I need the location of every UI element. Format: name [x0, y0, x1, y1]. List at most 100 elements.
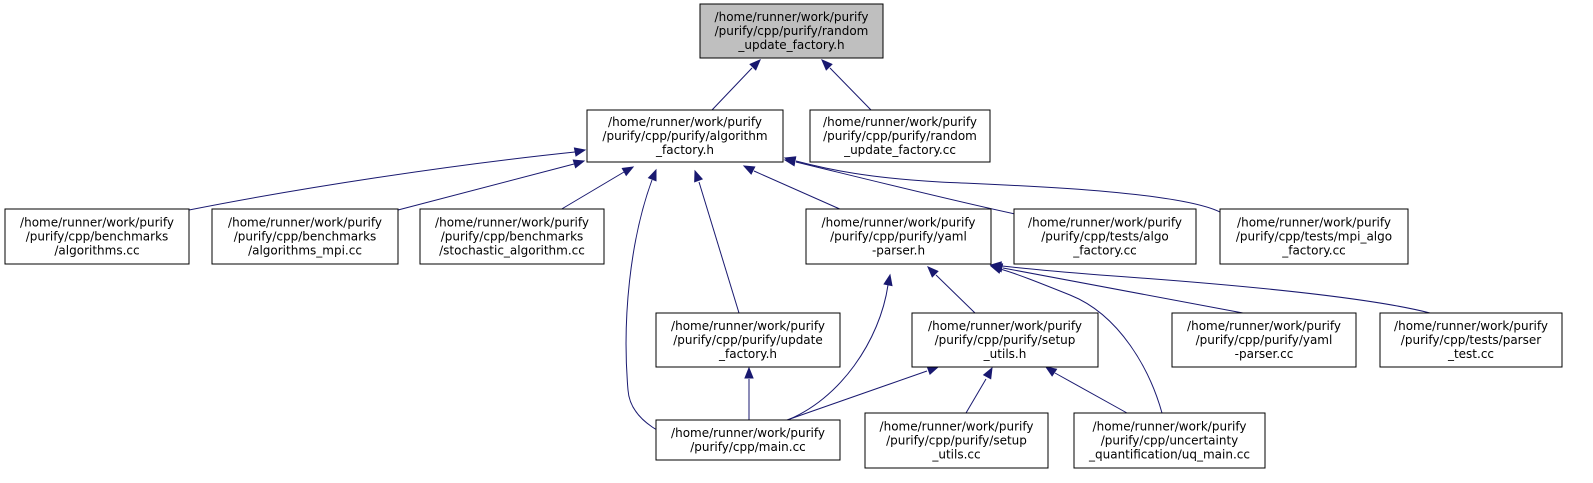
node-setup_utils_cc[interactable]: /home/runner/work/purify/purify/cpp/puri…	[864, 412, 1049, 469]
arrowhead-bench_algorithms_cc-to-algorithm_factory_h	[573, 147, 587, 157]
node-label-line: /home/runner/work/purify	[823, 115, 977, 129]
node-box[interactable]	[1171, 312, 1357, 368]
node-bench_algorithms_mpi_cc[interactable]: /home/runner/work/purify/purify/cpp/benc…	[211, 208, 399, 265]
node-setup_utils_h[interactable]: /home/runner/work/purify/purify/cpp/puri…	[911, 312, 1099, 368]
node-box[interactable]	[699, 3, 884, 59]
edge-yaml_parser_cc-to-yaml_parser_h	[1002, 267, 1244, 314]
node-box[interactable]	[419, 208, 605, 265]
node-label-line: _quantification/uq_main.cc	[1088, 448, 1250, 462]
node-label-line: /home/runner/work/purify	[1237, 216, 1391, 230]
node-label-line: /home/runner/work/purify	[880, 420, 1034, 434]
node-label-line: /purify/cpp/purify/yaml	[1196, 333, 1333, 347]
node-label-line: /purify/cpp/benchmarks	[234, 230, 377, 244]
edge-main_cc-to-setup_utils_h	[786, 370, 928, 421]
edge-setup_utils_h-to-yaml_parser_h	[935, 274, 976, 314]
node-box[interactable]	[809, 109, 991, 163]
arrowhead-main_cc-to-setup_utils_h	[926, 366, 940, 376]
edge-update_factory_h-to-algorithm_factory_h	[698, 181, 740, 314]
node-label-line: /purify/cpp/purify/algorithm	[602, 129, 767, 143]
edge-random_update_factory_cc-to-random_update_factory_h	[829, 67, 872, 111]
node-label-line: /algorithms_mpi.cc	[248, 244, 362, 258]
node-label-line: /home/runner/work/purify	[822, 216, 976, 230]
node-label-line: /home/runner/work/purify	[1187, 319, 1341, 333]
edge-yaml_parser_h-to-algorithm_factory_h	[753, 170, 843, 211]
edge-setup_utils_cc-to-setup_utils_h	[965, 378, 987, 414]
arrowhead-algorithm_factory_h-to-random_update_factory_h	[749, 59, 761, 71]
node-label-line: /purify/cpp/benchmarks	[441, 230, 584, 244]
node-label-line: /home/runner/work/purify	[1093, 420, 1247, 434]
edge-algorithm_factory_h-to-random_update_factory_h	[711, 67, 753, 111]
node-bench_algorithms_cc[interactable]: /home/runner/work/purify/purify/cpp/benc…	[4, 208, 190, 265]
node-label-line: /stochastic_algorithm.cc	[439, 244, 585, 258]
node-label-line: _utils.h	[983, 347, 1027, 361]
node-box[interactable]	[4, 208, 190, 265]
node-label-line: /home/runner/work/purify	[671, 319, 825, 333]
edge-bench_stochastic_cc-to-algorithm_factory_h	[559, 171, 625, 211]
arrowhead-bench_algorithms_mpi_cc-to-algorithm_factory_h	[572, 159, 586, 169]
node-label-line: -parser.h	[872, 244, 925, 258]
node-box[interactable]	[911, 312, 1099, 368]
node-label-line: /purify/cpp/purify/random	[715, 24, 869, 38]
arrowhead-main_cc-to-yaml_parser_h	[883, 273, 893, 287]
node-label-line: -parser.cc	[1235, 347, 1294, 361]
node-yaml_parser_cc[interactable]: /home/runner/work/purify/purify/cpp/puri…	[1171, 312, 1357, 368]
arrowhead-setup_utils_h-to-yaml_parser_h	[927, 266, 939, 278]
node-update_factory_h[interactable]: /home/runner/work/purify/purify/cpp/puri…	[655, 312, 841, 368]
node-tests_algo_factory_cc[interactable]: /home/runner/work/purify/purify/cpp/test…	[1013, 208, 1197, 265]
node-box[interactable]	[211, 208, 399, 265]
edge-main_cc-to-yaml_parser_h	[784, 284, 889, 422]
node-label-line: _factory.cc	[1281, 244, 1346, 258]
node-main_cc[interactable]: /home/runner/work/purify/purify/cpp/main…	[655, 419, 841, 461]
node-label-line: _factory.h	[718, 347, 777, 361]
node-box[interactable]	[655, 312, 841, 368]
node-label-line: /home/runner/work/purify	[20, 216, 174, 230]
edges-layer	[188, 59, 1431, 448]
arrowhead-update_factory_h-to-algorithm_factory_h	[694, 169, 704, 183]
arrowhead-setup_utils_cc-to-setup_utils_h	[982, 366, 993, 380]
node-label-line: /home/runner/work/purify	[928, 319, 1082, 333]
node-label-line: /algorithms.cc	[54, 244, 139, 258]
node-uq_main_cc[interactable]: /home/runner/work/purify/purify/cpp/unce…	[1073, 412, 1266, 469]
node-random_update_factory_h[interactable]: /home/runner/work/purify/purify/cpp/puri…	[699, 3, 884, 59]
node-tests_mpi_algo_factory_cc[interactable]: /home/runner/work/purify/purify/cpp/test…	[1219, 208, 1409, 265]
node-label-line: _test.cc	[1447, 347, 1494, 361]
node-tests_parser_test_cc[interactable]: /home/runner/work/purify/purify/cpp/test…	[1379, 312, 1563, 368]
node-label-line: _update_factory.h	[737, 38, 844, 52]
node-label-line: /home/runner/work/purify	[1028, 216, 1182, 230]
node-box[interactable]	[1379, 312, 1563, 368]
node-label-line: /home/runner/work/purify	[608, 115, 762, 129]
node-label-line: /purify/cpp/tests/mpi_algo	[1236, 230, 1392, 244]
node-label-line: /home/runner/work/purify	[435, 216, 589, 230]
node-label-line: _factory.h	[655, 143, 714, 157]
node-box[interactable]	[1073, 412, 1266, 469]
arrowhead-tests_parser_test_cc-to-yaml_parser_h	[989, 261, 1002, 271]
arrowhead-main_cc-to-update_factory_h	[744, 366, 754, 379]
arrowhead-bench_stochastic_cc-to-algorithm_factory_h	[621, 166, 635, 177]
node-algorithm_factory_h[interactable]: /home/runner/work/purify/purify/cpp/puri…	[586, 109, 784, 163]
node-label-line: /home/runner/work/purify	[671, 426, 825, 440]
node-box[interactable]	[864, 412, 1049, 469]
node-label-line: /purify/cpp/benchmarks	[26, 230, 169, 244]
node-label-line: /purify/cpp/tests/algo	[1041, 230, 1169, 244]
node-label-line: /purify/cpp/purify/update	[673, 333, 823, 347]
edge-uq_main_cc-to-setup_utils_h	[1054, 372, 1128, 414]
node-box[interactable]	[805, 208, 992, 265]
arrowhead-tests_mpi_algo_factory_cc-to-algorithm_factory_h	[783, 156, 797, 166]
edge-tests_algo_factory_cc-to-algorithm_factory_h	[795, 161, 1016, 215]
arrowhead-uq_main_cc-to-setup_utils_h	[1044, 366, 1058, 377]
node-label-line: /home/runner/work/purify	[228, 216, 382, 230]
node-label-line: /purify/cpp/tests/parser	[1401, 333, 1541, 347]
arrowhead-random_update_factory_cc-to-random_update_factory_h	[821, 59, 833, 71]
node-box[interactable]	[1013, 208, 1197, 265]
node-box[interactable]	[1219, 208, 1409, 265]
node-label-line: /home/runner/work/purify	[1394, 319, 1548, 333]
node-yaml_parser_h[interactable]: /home/runner/work/purify/purify/cpp/puri…	[805, 208, 992, 265]
node-bench_stochastic_cc[interactable]: /home/runner/work/purify/purify/cpp/benc…	[419, 208, 605, 265]
node-random_update_factory_cc[interactable]: /home/runner/work/purify/purify/cpp/puri…	[809, 109, 991, 163]
edge-bench_algorithms_cc-to-algorithm_factory_h	[188, 151, 576, 211]
node-label-line: /purify/cpp/main.cc	[690, 440, 806, 454]
node-box[interactable]	[586, 109, 784, 163]
node-label-line: /purify/cpp/purify/setup	[886, 434, 1027, 448]
node-box[interactable]	[655, 419, 841, 461]
